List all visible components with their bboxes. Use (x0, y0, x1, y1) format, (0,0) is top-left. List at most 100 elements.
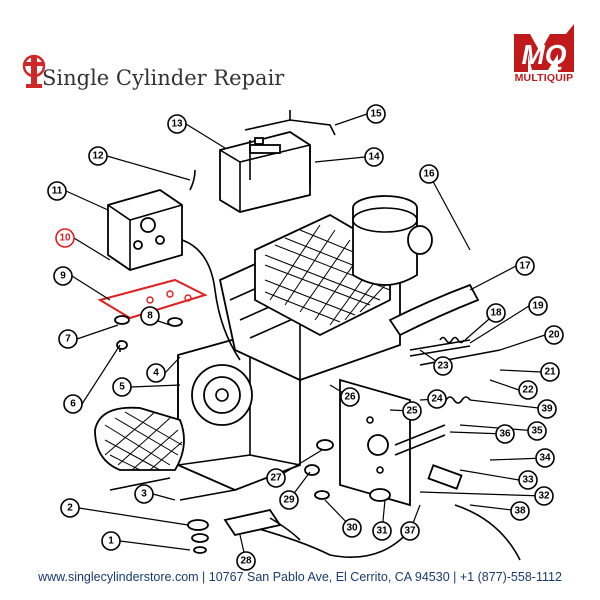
callout-8: 8 (140, 306, 160, 326)
callout-5: 5 (112, 377, 132, 397)
callout-28: 28 (236, 551, 256, 571)
svg-text:35: 35 (531, 426, 543, 437)
generator-housing (177, 334, 301, 491)
svg-text:19: 19 (532, 301, 544, 312)
svg-text:12: 12 (92, 151, 104, 162)
svg-text:25: 25 (406, 406, 418, 417)
svg-text:9: 9 (60, 271, 66, 282)
callout-32: 32 (534, 486, 554, 506)
callout-34: 34 (535, 448, 555, 468)
brand-title: Single Cylinder Repair (42, 66, 285, 90)
svg-text:18: 18 (490, 308, 502, 319)
callout-9: 9 (53, 266, 73, 286)
battery-bracket (244, 110, 336, 185)
svg-text:29: 29 (283, 495, 295, 506)
callout-38: 38 (510, 501, 530, 521)
linkage (409, 336, 501, 404)
svg-text:17: 17 (519, 261, 531, 272)
svg-text:5: 5 (119, 382, 125, 393)
spark-plug-cable (244, 424, 521, 561)
control-box (107, 189, 183, 271)
svg-text:8: 8 (147, 311, 153, 322)
callout-39: 39 (537, 399, 557, 419)
callout-16: 16 (419, 164, 439, 184)
svg-text:30: 30 (346, 523, 358, 534)
callout-35: 35 (527, 421, 547, 441)
callout-24: 24 (427, 389, 447, 409)
callout-17: 17 (515, 256, 535, 276)
callout-33: 33 (518, 470, 538, 490)
svg-text:13: 13 (171, 119, 183, 130)
callout-3: 3 (134, 484, 154, 504)
callout-36: 36 (495, 424, 515, 444)
air-filter (352, 195, 433, 286)
mq-wordmark: MULTIQUIP (514, 72, 574, 84)
callout-10: 10 (55, 228, 75, 248)
mounting-bracket (97, 278, 208, 320)
svg-text:2: 2 (67, 503, 73, 514)
callout-14: 14 (364, 147, 384, 167)
muffler-pipe (388, 283, 480, 337)
single-cylinder-logo-icon (22, 54, 46, 88)
callout-18: 18 (486, 303, 506, 323)
callout-1: 1 (101, 531, 121, 551)
callout-4: 4 (146, 363, 166, 383)
callout-26: 26 (340, 387, 360, 407)
callout-25: 25 (402, 401, 422, 421)
svg-text:10: 10 (59, 233, 71, 244)
mq-letters: MQ (521, 39, 566, 70)
svg-text:14: 14 (368, 152, 380, 163)
hardware (109, 315, 391, 554)
page-header: Single Cylinder Repair MQ MULTIQUIP (0, 0, 600, 100)
svg-text:16: 16 (423, 169, 435, 180)
control-cable (181, 169, 241, 361)
svg-text:6: 6 (70, 399, 76, 410)
svg-text:1: 1 (108, 536, 114, 547)
svg-text:39: 39 (541, 404, 553, 415)
callout-27: 27 (266, 468, 286, 488)
svg-text:28: 28 (240, 556, 252, 567)
svg-text:34: 34 (539, 453, 551, 464)
svg-text:26: 26 (344, 392, 356, 403)
callout-29: 29 (279, 490, 299, 510)
svg-text:21: 21 (544, 367, 556, 378)
callout-13: 13 (167, 114, 187, 134)
callout-7: 7 (58, 329, 78, 349)
svg-text:24: 24 (431, 394, 443, 405)
svg-text:38: 38 (514, 506, 526, 517)
svg-text:11: 11 (52, 186, 63, 197)
callout-19: 19 (528, 296, 548, 316)
fan-guard (94, 406, 185, 471)
callout-6: 6 (63, 394, 83, 414)
svg-text:27: 27 (270, 473, 282, 484)
svg-text:15: 15 (370, 109, 382, 120)
callout-21: 21 (540, 362, 560, 382)
callout-12: 12 (88, 146, 108, 166)
svg-text:36: 36 (499, 429, 511, 440)
callout-22: 22 (518, 380, 538, 400)
svg-text:4: 4 (153, 368, 159, 379)
svg-text:31: 31 (376, 526, 388, 537)
side-panel (339, 378, 411, 507)
svg-text:33: 33 (522, 475, 534, 486)
callout-23: 23 (433, 356, 453, 376)
callout-2: 2 (60, 498, 80, 518)
callout-37: 37 (400, 521, 420, 541)
svg-text:20: 20 (548, 330, 560, 341)
svg-text:23: 23 (437, 361, 449, 372)
callout-15: 15 (366, 104, 386, 124)
svg-text:37: 37 (404, 526, 416, 537)
svg-text:3: 3 (141, 489, 147, 500)
callout-11: 11 (47, 181, 67, 201)
callout-30: 30 (342, 518, 362, 538)
multiquip-logo-icon: MQ (514, 24, 574, 72)
svg-text:32: 32 (538, 491, 550, 502)
svg-text:22: 22 (522, 385, 534, 396)
battery (219, 131, 311, 213)
svg-text:7: 7 (65, 334, 71, 345)
callout-20: 20 (544, 325, 564, 345)
callout-31: 31 (372, 521, 392, 541)
page-footer: www.singlecylinderstore.com | 10767 San … (38, 570, 562, 584)
recoil-handle (223, 508, 301, 541)
